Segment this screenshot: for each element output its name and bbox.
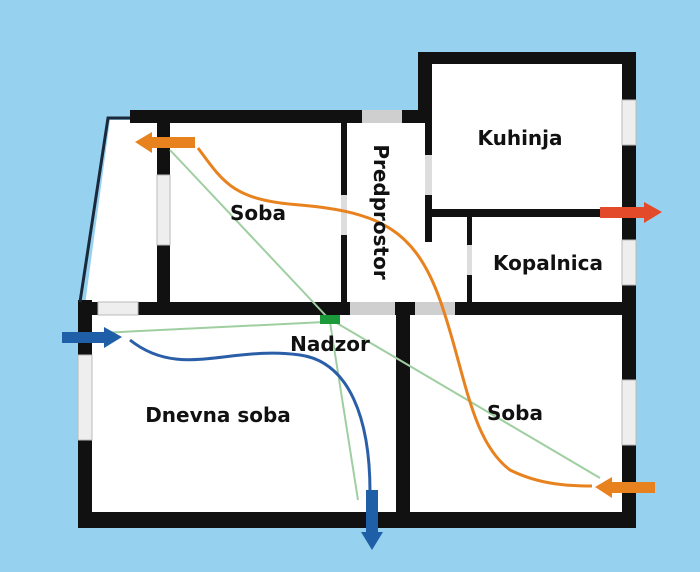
door-room	[415, 302, 455, 315]
label-living-room: Dnevna soba	[145, 403, 291, 427]
sensor-device	[320, 315, 340, 324]
floors	[85, 60, 630, 520]
label-bathroom: Kopalnica	[493, 251, 603, 275]
window	[621, 99, 637, 146]
door-bathroom	[467, 245, 472, 275]
door-entrance	[362, 110, 402, 123]
door-kitchen	[425, 155, 432, 195]
intake-airflow-path	[129, 338, 372, 493]
window	[621, 379, 637, 446]
exhaust-airflow-path	[196, 147, 593, 488]
window	[621, 239, 637, 286]
wall-slanted	[78, 116, 130, 303]
window	[77, 354, 93, 441]
arrow-exhaust-top-left	[135, 132, 195, 153]
arrow-intake-right	[595, 477, 655, 498]
arrow-outflow-bottom	[361, 490, 383, 550]
arrow-intake-left	[62, 327, 122, 348]
arrow-exhaust-kitchen	[600, 202, 662, 223]
door-room-top	[341, 195, 347, 235]
window	[156, 174, 171, 246]
label-kitchen: Kuhinja	[477, 126, 562, 150]
label-sensor: Nadzor	[290, 332, 370, 356]
sensor-lines	[99, 149, 601, 501]
label-room-top: Soba	[230, 201, 286, 225]
label-hallway: Predprostor	[369, 144, 393, 280]
door-living	[350, 302, 395, 315]
window	[97, 301, 139, 316]
label-room-right: Soba	[487, 401, 543, 425]
apartment-floor	[85, 60, 630, 520]
